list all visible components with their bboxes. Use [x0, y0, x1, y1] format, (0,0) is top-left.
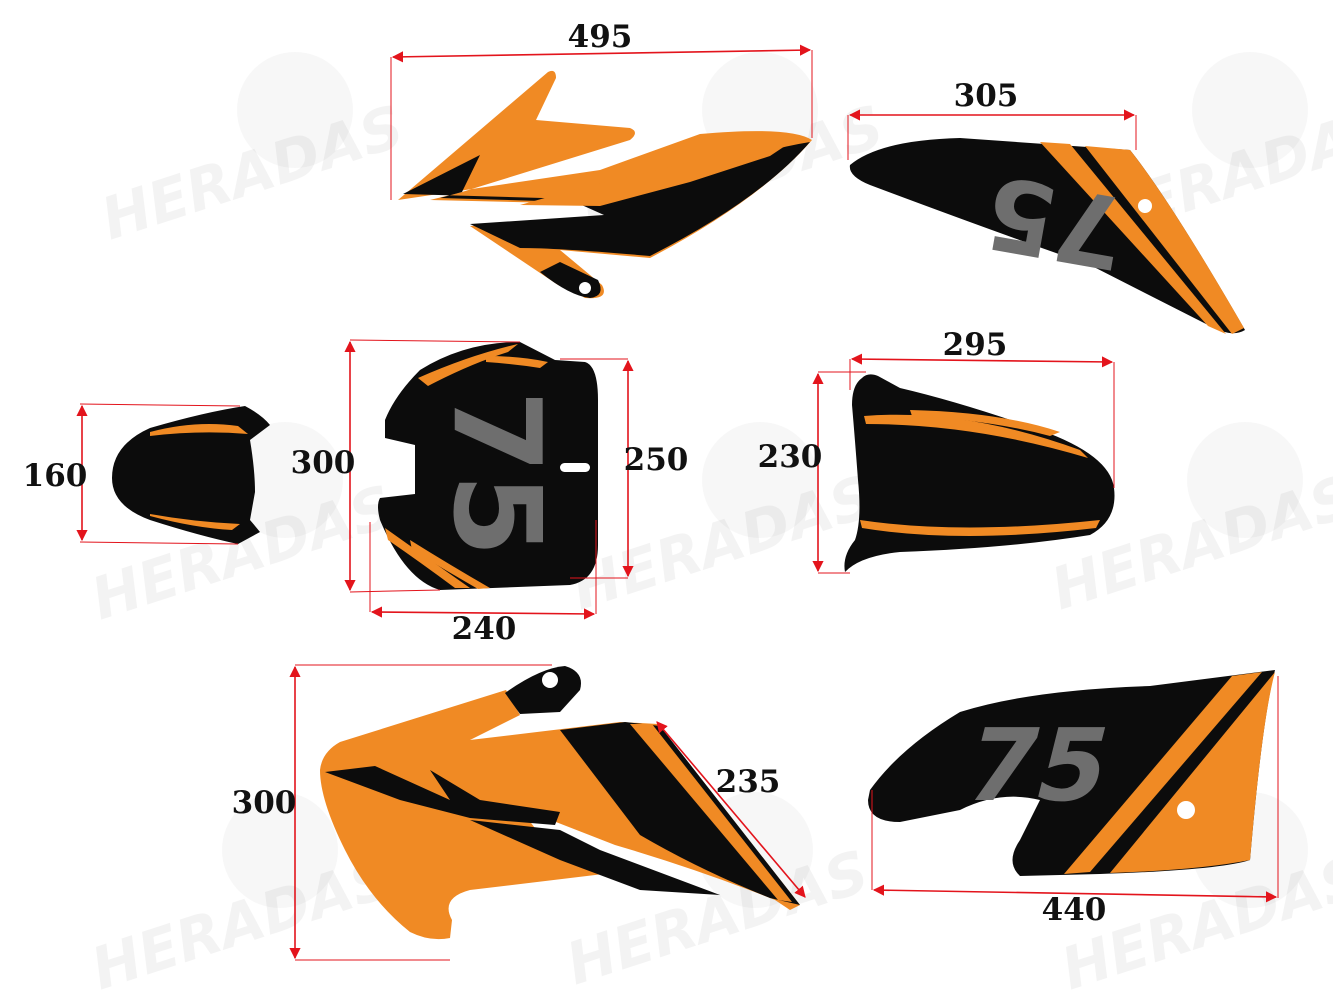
- front-fender-decal-small: [112, 406, 270, 544]
- decal-number: 75: [426, 390, 565, 557]
- decal-number: 75: [954, 707, 1122, 823]
- dimension-label: 160: [23, 458, 88, 494]
- dimension-label: 495: [568, 19, 633, 55]
- side-panel-decal-bottom-right: 75: [868, 670, 1275, 876]
- dimension-label: 240: [452, 611, 517, 647]
- dimension-label: 300: [291, 445, 356, 481]
- shroud-decal-top-left: [398, 70, 812, 299]
- dimension-label: 295: [943, 327, 1008, 363]
- decal-number: 75: [977, 152, 1134, 291]
- rear-fender-decal: [844, 374, 1115, 572]
- number-plate-decal: 75: [378, 342, 598, 590]
- dimension-label: 250: [624, 442, 689, 478]
- side-panel-decal-top-right: 75: [849, 138, 1245, 334]
- dimension-label: 235: [716, 764, 781, 800]
- dimension-label: 440: [1042, 892, 1107, 928]
- dimension-label: 305: [954, 78, 1019, 114]
- dimension-lines: [76, 44, 1279, 961]
- dimension-label: 300: [232, 785, 297, 821]
- dimension-labels: 495 305 160 300 250 240 295 230 300 235 …: [23, 19, 1107, 928]
- dimension-label: 230: [758, 439, 823, 475]
